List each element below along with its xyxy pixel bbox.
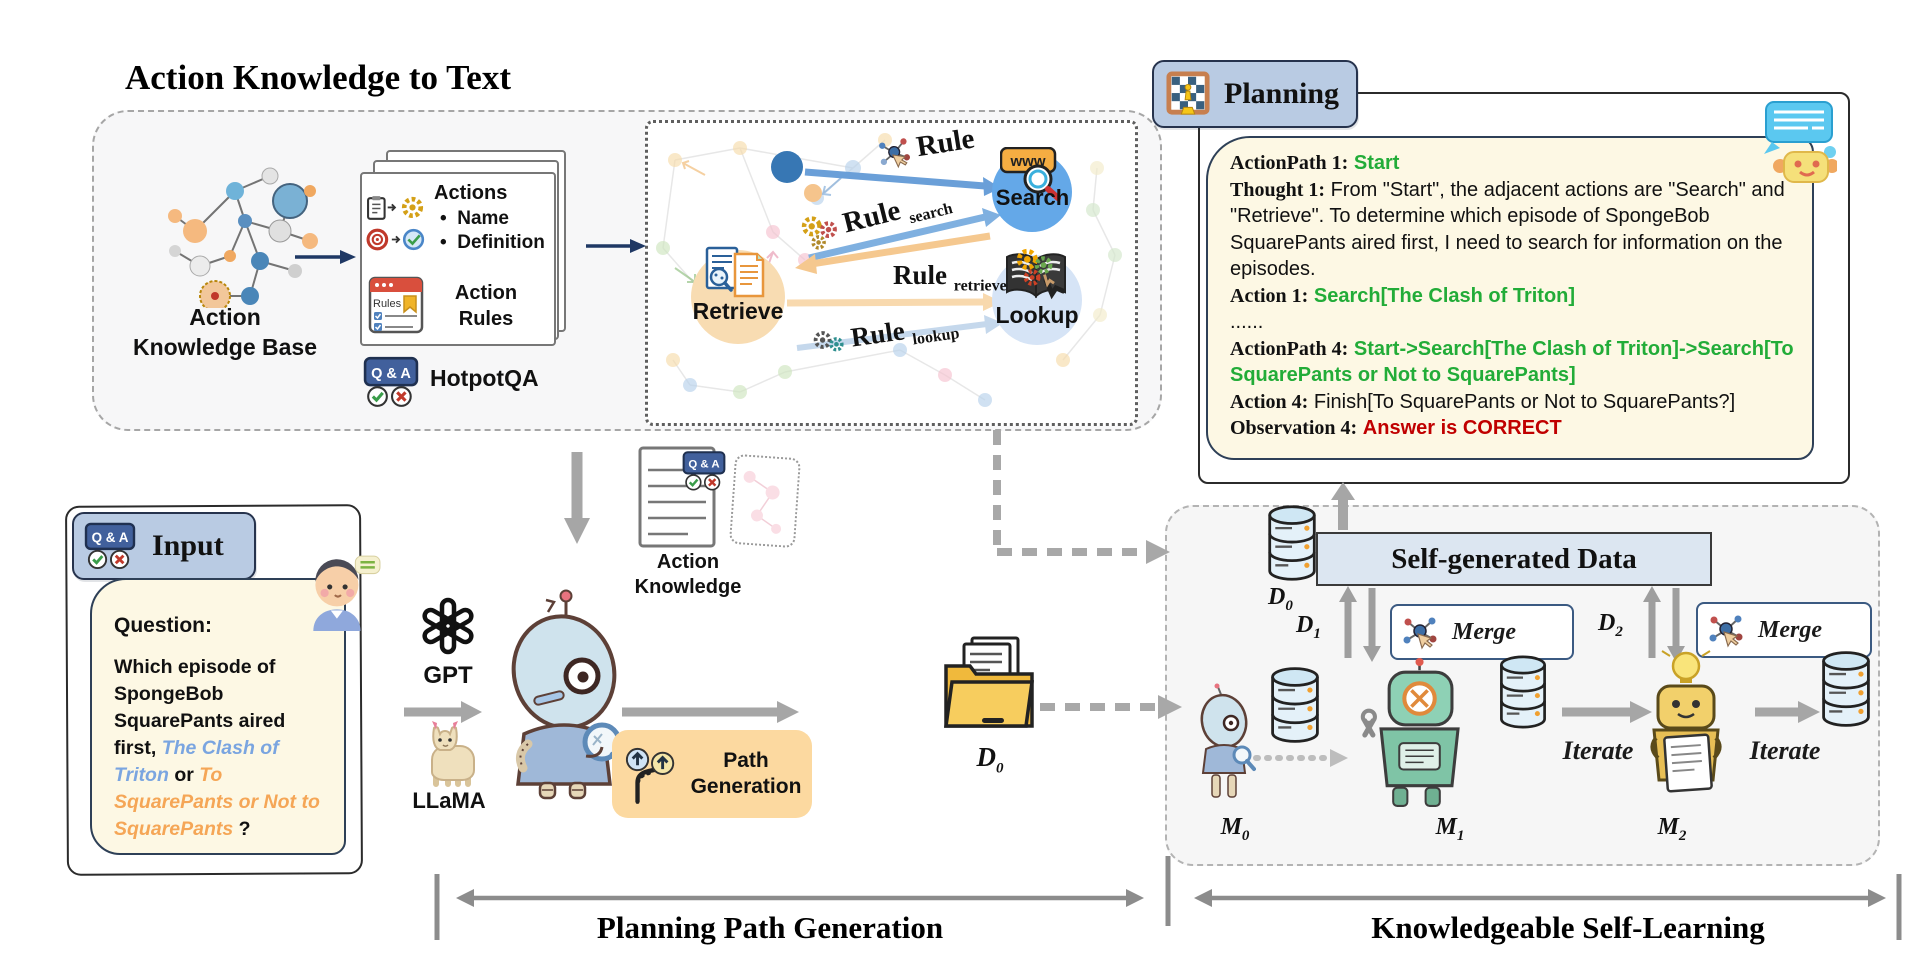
robot-chat-icon xyxy=(1764,101,1837,183)
rule-network-icon xyxy=(879,138,911,169)
lookup-node-label: Lookup xyxy=(995,302,1079,328)
svg-text:Q & A: Q & A xyxy=(688,459,719,471)
m2-robot-icon xyxy=(1650,650,1722,793)
d0-folder-label: D0 xyxy=(976,742,1004,777)
merge-box-1: Merge xyxy=(1390,604,1574,660)
database-icon-c xyxy=(1822,651,1870,727)
merge-box-2: Merge xyxy=(1696,602,1872,658)
iterate-label-2: Iterate xyxy=(1749,736,1821,765)
rule-search-gears-icon xyxy=(801,216,837,250)
knowledge-base-graph-icon xyxy=(168,167,318,308)
planning-title: Planning xyxy=(1224,77,1340,110)
retrieve-icon xyxy=(705,246,765,298)
footer-right-label: Knowledgeable Self-Learning xyxy=(1371,910,1765,945)
m0-label: M0 xyxy=(1220,814,1250,844)
gpt-label: GPT xyxy=(423,662,473,689)
database-icon-a xyxy=(1271,667,1319,743)
merge-icon-1 xyxy=(1403,617,1437,650)
llama-label: LLaMA xyxy=(412,788,486,813)
chess-icon xyxy=(1166,71,1210,115)
mini-graph-icon xyxy=(743,470,782,534)
merge-icon-2 xyxy=(1709,615,1743,648)
rule-edge-label: Rule xyxy=(874,122,978,174)
llama-icon xyxy=(431,721,475,787)
trace-line-observation4: Observation 4: Answer is CORRECT xyxy=(1230,417,1562,439)
svg-text:Q & A: Q & A xyxy=(92,530,129,545)
rule-search-label: Rule search xyxy=(795,180,954,256)
iterate-label-1: Iterate xyxy=(1562,736,1634,765)
path-generation-icon xyxy=(625,747,675,804)
m1-label: M1 xyxy=(1435,814,1465,844)
rule-lookup-label: Rule lookup xyxy=(808,308,960,364)
trace-line-actionpath4: ActionPath 4: Start->Search[The Clash of… xyxy=(1230,337,1794,387)
svg-text:Q & A: Q & A xyxy=(371,366,411,382)
rule-retrieve-label: Rule retrieve xyxy=(893,248,1056,295)
input-title: Input xyxy=(152,529,224,562)
trace-line-ellipsis: ...... xyxy=(1230,311,1264,333)
action-graph xyxy=(656,133,1122,407)
question-text: Which episode of SpongeBob SquarePants a… xyxy=(114,656,320,840)
knowledge-snippet-outline xyxy=(728,453,802,549)
trace-line-action4: Action 4: Finish[To SquarePants or Not t… xyxy=(1230,390,1736,413)
actions-bullet-definition: • Definition xyxy=(440,232,545,253)
trace-line-action1: Action 1: Search[The Clash of Triton] xyxy=(1230,284,1576,307)
actions-title: Actions xyxy=(434,182,508,204)
footer-left-label: Planning Path Generation xyxy=(596,910,944,945)
planning-trace-box: ActionPath 1: Start Thought 1: From "Sta… xyxy=(1206,136,1814,460)
search-node-label: Search xyxy=(995,185,1070,210)
qa-icon-doc: Q & A xyxy=(682,451,726,491)
path-generation-box: Path Generation xyxy=(612,730,812,818)
agent-robot-icon xyxy=(511,589,633,800)
self-generated-data-header: Self-generated Data xyxy=(1316,532,1712,586)
input-header: Q & A Input xyxy=(72,512,256,580)
dataset-label: HotpotQA xyxy=(430,365,539,391)
d2-label: D2 xyxy=(1598,610,1623,640)
trace-line-actionpath1: ActionPath 1: Start xyxy=(1230,152,1400,174)
dataset-folder-icon xyxy=(943,636,1035,728)
rule-lookup-gears-icon xyxy=(813,330,844,352)
rule-retrieve-gears-icon xyxy=(1016,248,1055,288)
small-orange-node xyxy=(804,184,822,202)
path-generation-label: Path Generation xyxy=(690,749,802,798)
qa-icon-input: Q & A xyxy=(84,522,136,570)
user-avatar xyxy=(313,555,381,631)
d1-label: D1 xyxy=(1296,612,1321,642)
retrieve-node-label: Retrieve xyxy=(692,298,784,324)
d0-database-icon xyxy=(1268,505,1316,581)
action-knowledge-label: Action Knowledge xyxy=(634,551,742,598)
question-box: Question: Which episode of SpongeBob Squ… xyxy=(90,578,346,855)
d0-label: D0 xyxy=(1268,584,1293,614)
search-icon: www xyxy=(1000,147,1061,201)
m0-robot-icon xyxy=(1200,683,1256,798)
database-icon-b xyxy=(1500,655,1546,729)
m2-label: M2 xyxy=(1657,814,1687,844)
trace-line-thought1: Thought 1: From "Start", the adjacent ac… xyxy=(1230,178,1785,281)
planning-header: Planning xyxy=(1152,60,1358,128)
actions-icons xyxy=(366,196,425,251)
start-node xyxy=(771,151,803,183)
action-rules-label: Action Rules xyxy=(454,282,518,330)
m1-robot-icon xyxy=(1360,658,1460,807)
qa-icon: Q & A xyxy=(363,356,419,407)
page-title: Action Knowledge to Text xyxy=(125,58,511,97)
gpt-logo-icon xyxy=(422,597,474,655)
svg-text:Rules: Rules xyxy=(373,298,402,310)
knowledge-base-label: Action Knowledge Base xyxy=(132,304,318,360)
actions-bullet-name: • Name xyxy=(440,208,509,229)
rules-card-icon: Rules xyxy=(368,276,424,334)
question-label: Question: xyxy=(114,614,212,637)
